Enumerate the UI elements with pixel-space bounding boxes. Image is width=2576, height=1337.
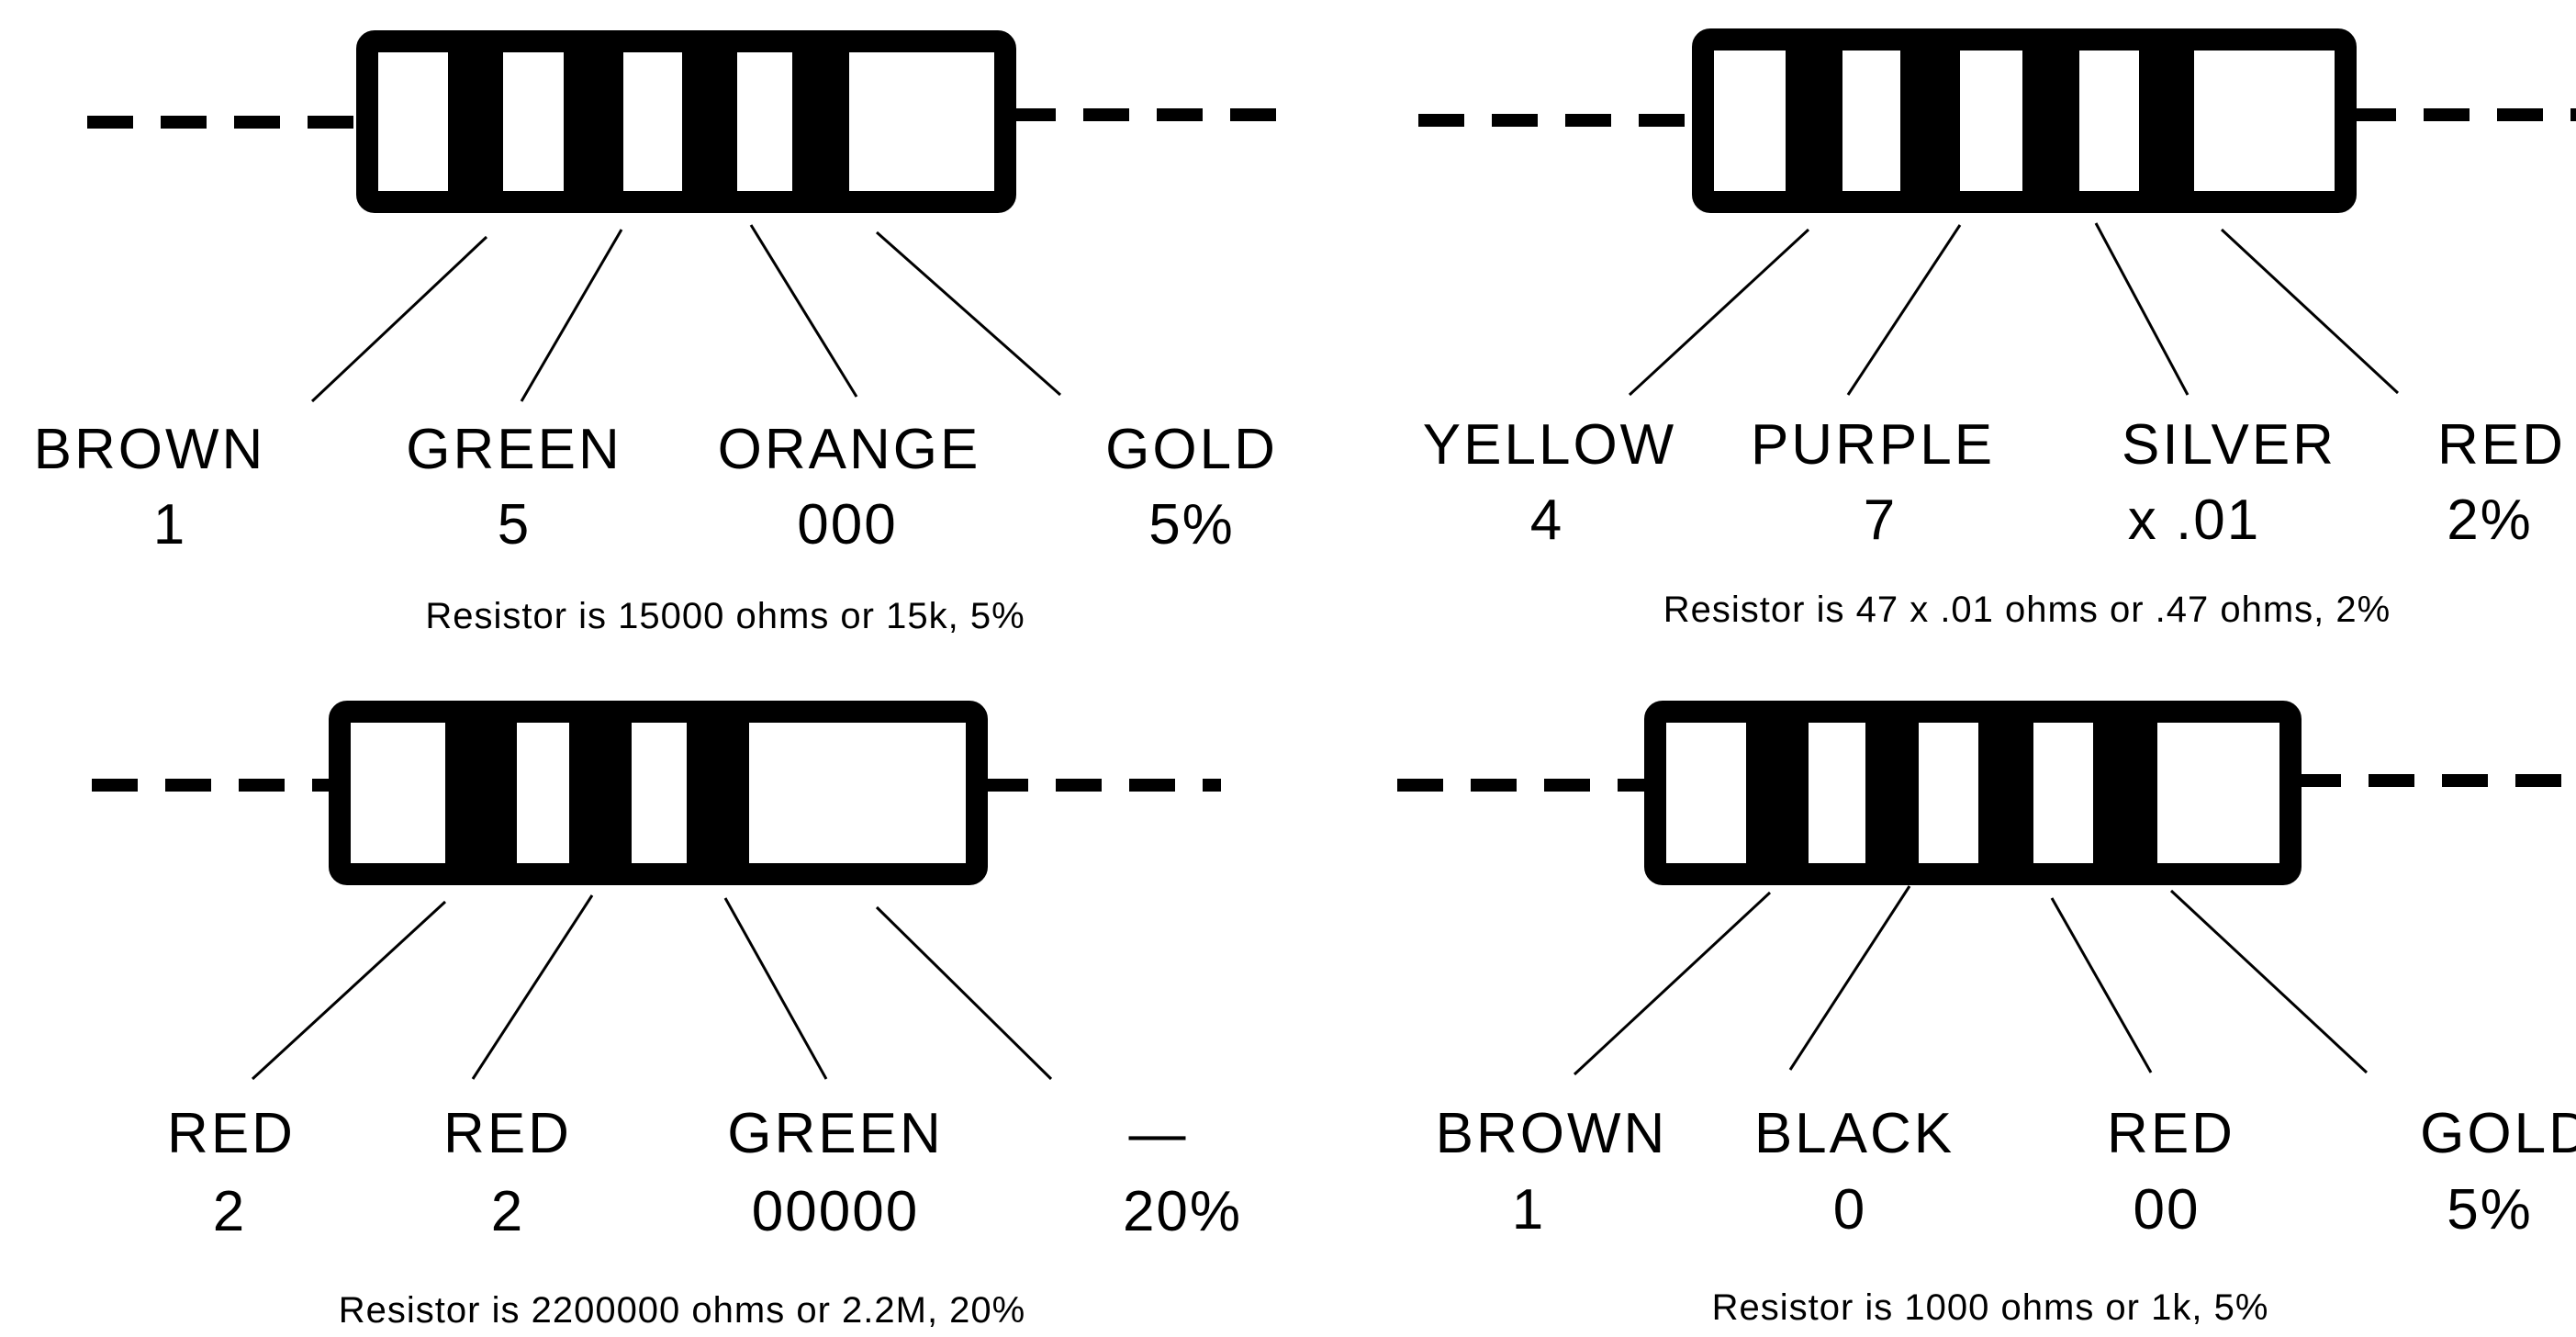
color-band-1 <box>1786 39 1842 202</box>
color-band-2 <box>569 712 632 874</box>
leader-line-4 <box>876 230 1061 397</box>
band-color-label: BROWN <box>1436 1102 1668 1165</box>
leader-line-4 <box>875 905 1053 1081</box>
band-color-label: GREEN <box>727 1102 943 1165</box>
color-band-2 <box>1865 712 1919 874</box>
band-value-label: 00000 <box>752 1180 919 1243</box>
color-band-4 <box>2139 39 2194 202</box>
band-value-label: 5% <box>1148 493 1235 556</box>
band-color-label: YELLOW <box>1423 413 1676 477</box>
resistor-diagram-4: BROWN BLACK RED GOLD 1 0 00 5% Resistor … <box>1397 701 2576 1328</box>
leader-line-2 <box>471 894 594 1080</box>
band-color-label: RED <box>2107 1102 2235 1165</box>
band-value-label: 0 <box>1833 1178 1866 1242</box>
color-band-1 <box>445 712 517 874</box>
band-value-label: 5% <box>2447 1178 2533 1242</box>
leader-line-3 <box>2050 897 2153 1073</box>
leader-line-4 <box>2220 228 2400 395</box>
band-color-label: ORANGE <box>718 418 981 481</box>
color-band-3 <box>1978 712 2033 874</box>
color-band-2 <box>1900 39 1960 202</box>
color-band-4 <box>2093 712 2157 874</box>
band-color-label: — <box>1129 1102 1189 1165</box>
color-band-1 <box>1746 712 1809 874</box>
band-color-label: GOLD <box>1105 418 1278 481</box>
resistor-body <box>329 701 988 885</box>
band-color-label: GOLD <box>2420 1102 2576 1165</box>
color-band-3 <box>682 41 737 202</box>
leader-line-1 <box>310 235 488 403</box>
band-value-label: 2 <box>491 1180 524 1243</box>
band-value-label: 4 <box>1530 489 1563 552</box>
band-value-label: 7 <box>1864 489 1897 552</box>
band-color-label: GREEN <box>406 418 622 481</box>
leader-line-2 <box>1846 224 1962 396</box>
resistor-diagram-1: BROWN GREEN ORANGE GOLD 1 5 000 5% Resis… <box>34 30 1290 636</box>
band-color-label: BLACK <box>1754 1102 1954 1165</box>
band-value-label: 5 <box>498 493 531 556</box>
resistor-caption: Resistor is 47 x .01 ohms or .47 ohms, 2… <box>1663 590 2391 630</box>
band-value-label: 2% <box>2447 489 2533 552</box>
leader-line-1 <box>1573 891 1772 1076</box>
color-band-2 <box>564 41 623 202</box>
band-value-label: 1 <box>153 493 186 556</box>
color-band-3 <box>687 712 749 874</box>
leader-line-4 <box>2169 889 2369 1074</box>
leader-line-3 <box>2094 222 2190 396</box>
leader-line-3 <box>749 224 858 398</box>
band-color-label: RED <box>443 1102 572 1165</box>
band-color-label: SILVER <box>2122 413 2336 477</box>
band-color-label: RED <box>2437 413 2566 477</box>
leader-line-1 <box>251 900 447 1081</box>
leader-line-2 <box>1788 885 1911 1071</box>
band-value-label: 2 <box>213 1180 246 1243</box>
resistor-diagram-3: RED RED GREEN — 2 2 00000 20% Resistor i… <box>92 701 1242 1331</box>
resistor-caption: Resistor is 2200000 ohms or 2.2M, 20% <box>339 1290 1025 1331</box>
band-color-label: RED <box>167 1102 296 1165</box>
color-band-4 <box>792 41 849 202</box>
resistor-diagram-2: YELLOW PURPLE SILVER RED 4 7 x .01 2% Re… <box>1418 28 2576 630</box>
band-value-label: 20% <box>1123 1180 1242 1243</box>
leader-line-3 <box>723 897 828 1080</box>
color-band-1 <box>448 41 503 202</box>
band-value-label: 000 <box>797 493 897 556</box>
resistor-caption: Resistor is 15000 ohms or 15k, 5% <box>425 596 1025 636</box>
leader-line-2 <box>520 229 623 402</box>
color-band-3 <box>2022 39 2079 202</box>
band-value-label: x .01 <box>2128 489 2260 552</box>
band-value-label: 00 <box>2134 1178 2201 1242</box>
band-color-label: BROWN <box>34 418 266 481</box>
band-color-label: PURPLE <box>1751 413 1995 477</box>
band-value-label: 1 <box>1512 1178 1545 1242</box>
leader-line-1 <box>1628 228 1810 397</box>
resistor-caption: Resistor is 1000 ohms or 1k, 5% <box>1712 1287 2269 1328</box>
